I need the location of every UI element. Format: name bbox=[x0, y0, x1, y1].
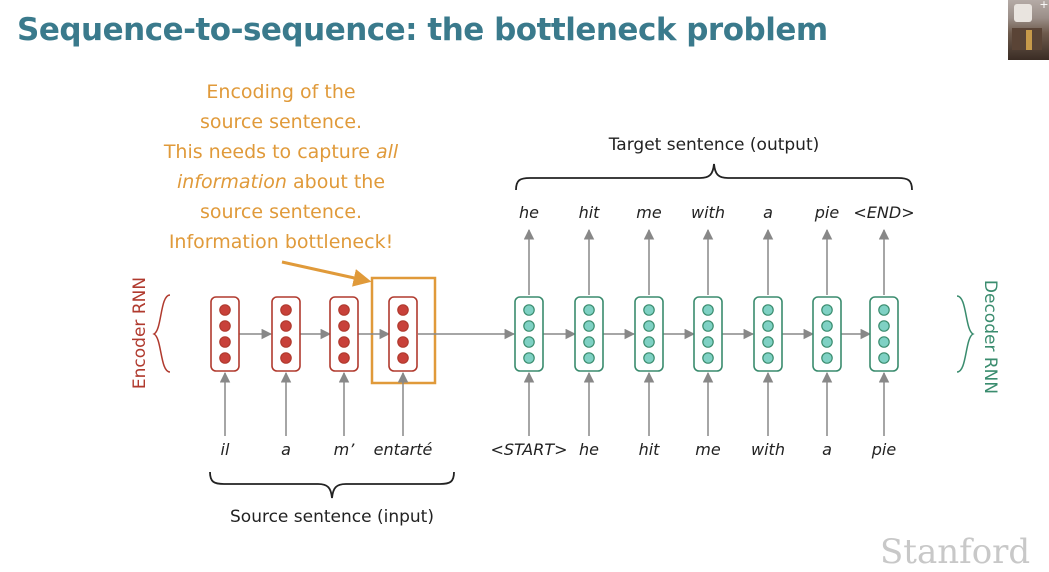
hidden-unit bbox=[523, 320, 535, 332]
hidden-unit bbox=[280, 320, 292, 332]
encoder-cell bbox=[388, 296, 418, 372]
decoder-cell bbox=[514, 296, 544, 372]
hidden-unit bbox=[280, 336, 292, 348]
hidden-unit bbox=[219, 304, 231, 316]
hidden-unit bbox=[821, 304, 833, 316]
hidden-unit bbox=[702, 352, 714, 364]
hidden-unit bbox=[219, 336, 231, 348]
target-word: a bbox=[763, 203, 773, 222]
source-word: m’ bbox=[334, 440, 356, 459]
decoder-brace bbox=[956, 295, 975, 373]
encoder-cell bbox=[271, 296, 301, 372]
hidden-unit bbox=[643, 352, 655, 364]
hidden-unit bbox=[762, 352, 774, 364]
target-word: he bbox=[519, 203, 539, 222]
hidden-unit bbox=[219, 320, 231, 332]
hidden-unit bbox=[762, 320, 774, 332]
annotation-line-4: information about the bbox=[177, 171, 385, 193]
decoder-cell bbox=[753, 296, 783, 372]
hidden-unit bbox=[397, 320, 409, 332]
hidden-unit bbox=[821, 320, 833, 332]
hidden-unit bbox=[338, 352, 350, 364]
annotation-line-6: Information bottleneck! bbox=[169, 231, 393, 253]
decoder-cell bbox=[869, 296, 899, 372]
hidden-unit bbox=[523, 352, 535, 364]
target-brace bbox=[515, 163, 913, 191]
decoder-input-word: hit bbox=[639, 440, 661, 459]
stanford-watermark: Stanford bbox=[880, 532, 1031, 572]
target-word: me bbox=[636, 203, 662, 222]
target-caption: Target sentence (output) bbox=[608, 135, 820, 155]
hidden-unit bbox=[878, 320, 890, 332]
slide-title: Sequence-to-sequence: the bottleneck pro… bbox=[17, 12, 828, 48]
hidden-unit bbox=[583, 320, 595, 332]
hidden-unit bbox=[583, 352, 595, 364]
source-caption: Source sentence (input) bbox=[230, 507, 434, 527]
target-word: with bbox=[691, 203, 725, 222]
hidden-unit bbox=[643, 304, 655, 316]
hidden-unit bbox=[219, 352, 231, 364]
hidden-unit bbox=[878, 352, 890, 364]
decoder-cell bbox=[812, 296, 842, 372]
hidden-unit bbox=[397, 304, 409, 316]
hidden-unit bbox=[280, 304, 292, 316]
decoder-cell bbox=[574, 296, 604, 372]
hidden-unit bbox=[821, 352, 833, 364]
hidden-unit bbox=[338, 304, 350, 316]
decoder-cell bbox=[634, 296, 664, 372]
bottleneck-annotation: Encoding of the source sentence. This ne… bbox=[163, 81, 399, 287]
source-word: a bbox=[281, 440, 291, 459]
hidden-unit bbox=[338, 336, 350, 348]
target-word: pie bbox=[814, 203, 840, 222]
hidden-unit bbox=[762, 336, 774, 348]
annotation-line-1: Encoding of the bbox=[206, 81, 355, 103]
decoder-cells: <START> he he hit hit me me with with a a pie pie <EN… bbox=[490, 203, 914, 459]
hidden-unit bbox=[878, 336, 890, 348]
hidden-unit bbox=[523, 336, 535, 348]
decoder-input-word: <START> bbox=[490, 440, 567, 459]
target-word: <END> bbox=[853, 203, 914, 222]
hidden-unit bbox=[397, 352, 409, 364]
decoder-input-word: with bbox=[751, 440, 785, 459]
speaker-video-thumbnail: + bbox=[1008, 0, 1049, 60]
hidden-unit bbox=[397, 336, 409, 348]
hidden-unit bbox=[338, 320, 350, 332]
decoder-input-word: pie bbox=[871, 440, 897, 459]
hidden-unit bbox=[702, 320, 714, 332]
annotation-arrow bbox=[281, 260, 372, 287]
encoder-cell bbox=[329, 296, 359, 372]
annotation-line-3: This needs to capture all bbox=[163, 141, 399, 163]
decoder-input-word: a bbox=[822, 440, 832, 459]
hidden-unit bbox=[762, 304, 774, 316]
encoder-label: Encoder RNN bbox=[130, 277, 150, 389]
hidden-unit bbox=[523, 304, 535, 316]
hidden-unit bbox=[583, 304, 595, 316]
annotation-line-2: source sentence. bbox=[200, 111, 362, 133]
hidden-unit bbox=[878, 304, 890, 316]
hidden-unit bbox=[643, 336, 655, 348]
hidden-unit bbox=[643, 320, 655, 332]
decoder-label: Decoder RNN bbox=[980, 280, 1000, 394]
decoder-input-word: he bbox=[579, 440, 599, 459]
source-word: entarté bbox=[374, 440, 433, 459]
decoder-cell bbox=[693, 296, 723, 372]
hidden-unit bbox=[821, 336, 833, 348]
hidden-unit bbox=[702, 304, 714, 316]
hidden-unit bbox=[583, 336, 595, 348]
hidden-unit bbox=[280, 352, 292, 364]
decoder-input-word: me bbox=[695, 440, 721, 459]
annotation-line-5: source sentence. bbox=[200, 201, 362, 223]
encoder-brace bbox=[152, 294, 171, 373]
encoder-cells: il a m’ entarté bbox=[210, 296, 433, 459]
hidden-unit bbox=[702, 336, 714, 348]
encoder-cell bbox=[210, 296, 240, 372]
target-word: hit bbox=[579, 203, 601, 222]
source-brace bbox=[209, 471, 455, 499]
source-word: il bbox=[221, 440, 230, 459]
plus-icon: + bbox=[1039, 0, 1049, 11]
